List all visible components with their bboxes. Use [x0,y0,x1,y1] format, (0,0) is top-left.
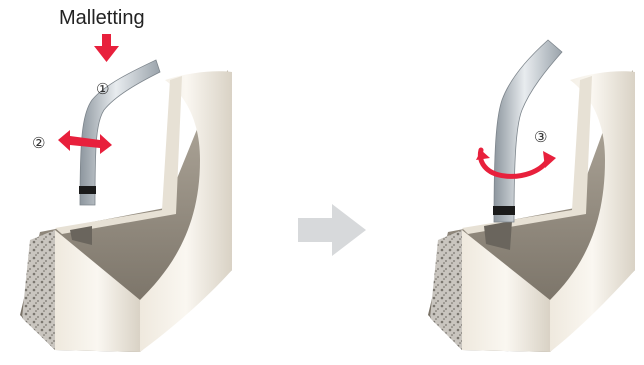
bone-block-left [20,70,232,352]
osteotome-left [79,60,160,205]
right-panel: ③ [428,40,635,352]
right-arrow-icon [298,204,366,256]
malletting-label: Malletting [59,7,145,29]
step-1-label: ① [96,80,109,98]
down-arrow-icon [94,34,119,62]
step-3-label: ③ [534,128,547,146]
depth-marker-right [493,206,515,215]
left-panel: Malletting ① ② [20,7,232,352]
cancellous-bone-right [430,230,462,350]
depth-marker-left [79,186,96,194]
step-2-label: ② [32,134,45,152]
bone-block-right [428,70,635,352]
cancellous-bone-left [22,230,55,350]
osteotome-right [493,40,562,222]
